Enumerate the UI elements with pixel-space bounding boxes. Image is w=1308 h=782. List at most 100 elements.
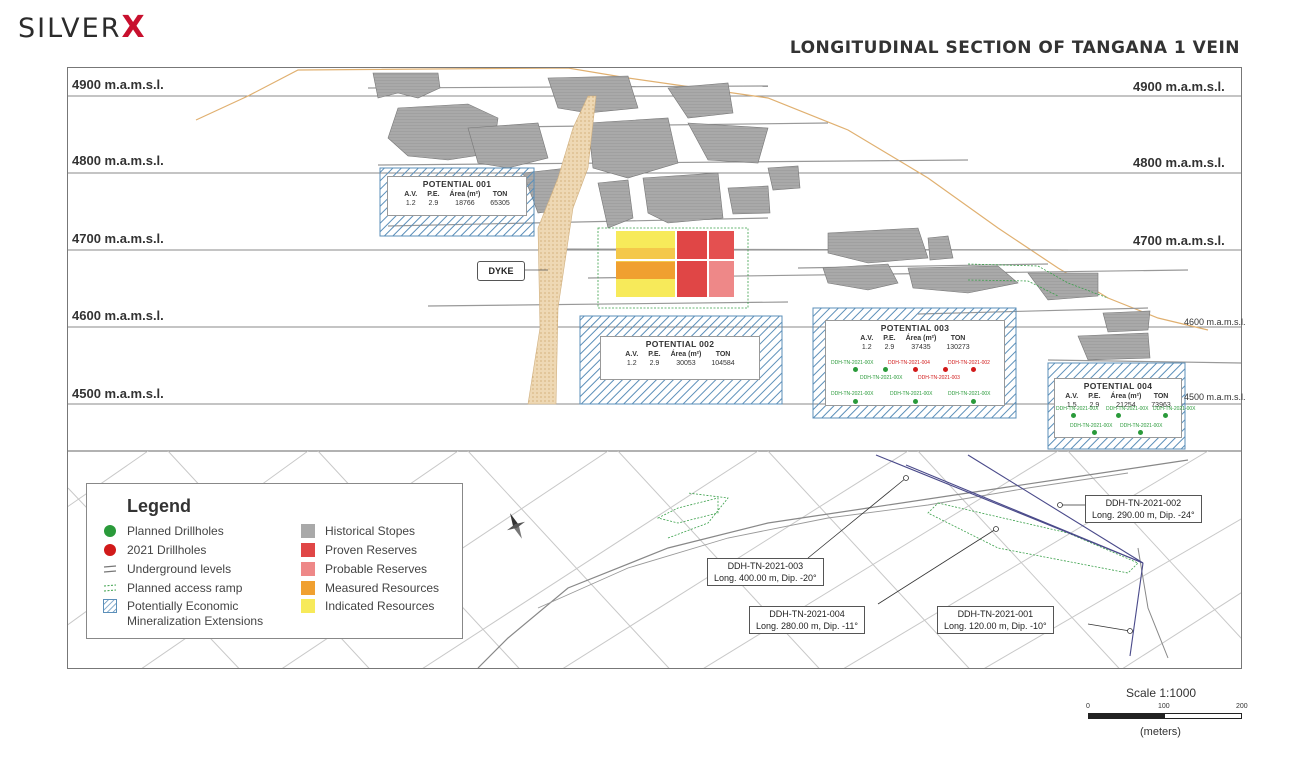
callout-detail: Long. 400.00 m, Dip. -20°: [714, 573, 817, 583]
col-ton: TON: [1153, 393, 1169, 400]
callout-ddh-003: DDH-TN-2021-003 Long. 400.00 m, Dip. -20…: [707, 558, 824, 586]
col-ton: TON: [492, 191, 508, 198]
callout-ddh-004: DDH-TN-2021-004 Long. 280.00 m, Dip. -11…: [749, 606, 865, 634]
level-label-4800-right: 4800 m.a.m.s.l.: [1133, 155, 1225, 170]
legend-label: Underground levels: [127, 562, 232, 576]
drillhole-label: DDH-TN-2021-00X: [860, 375, 903, 381]
col-area: Área (m²): [670, 351, 702, 358]
scale-segment-dark: [1088, 713, 1164, 719]
drillhole-label: DDH-TN-2021-00X: [831, 360, 874, 366]
col-ton: TON: [950, 335, 966, 342]
legend-label: Potentially Economic Mineralization Exte…: [127, 599, 264, 628]
ton-value: 73963: [1151, 402, 1171, 409]
level-label-4700-right: 4700 m.a.m.s.l.: [1133, 233, 1225, 248]
drillhole-2021-dot: [943, 367, 948, 372]
scale-tick-100: 100: [1158, 703, 1170, 710]
col-area: Área (m²): [1110, 393, 1142, 400]
callout-detail: Long. 120.00 m, Dip. -10°: [944, 621, 1047, 631]
callout-detail: Long. 290.00 m, Dip. -24°: [1092, 510, 1195, 520]
green-dot-icon: [103, 524, 117, 538]
area-value: 18766: [455, 200, 475, 207]
callout-detail: Long. 280.00 m, Dip. -11°: [756, 621, 858, 631]
planned-drillhole-dot: [853, 399, 858, 404]
ramp-line-icon: [103, 581, 117, 595]
level-label-4600: 4600 m.a.m.s.l.: [72, 308, 164, 323]
legend-item-indicated-resources: Indicated Resources: [301, 599, 434, 613]
legend-item-probable-reserves: Probable Reserves: [301, 562, 427, 576]
legend-item-proven-reserves: Proven Reserves: [301, 543, 417, 557]
drillhole-label: DDH-TN-2021-00X: [1056, 406, 1099, 412]
drillhole-label-003: DDH-TN-2021-003: [918, 375, 960, 381]
planned-drillhole-dot: [853, 367, 858, 372]
measured-swatch-icon: [301, 581, 315, 595]
ton-value: 65305: [490, 200, 510, 207]
av-value: 1.5: [1066, 402, 1077, 409]
legend-item-measured-resources: Measured Resources: [301, 581, 439, 595]
callout-title: DDH-TN-2021-004: [769, 609, 845, 619]
drillhole-traces: [875, 454, 1144, 657]
drillhole-label-004: DDH-TN-2021-004: [888, 360, 930, 366]
col-pe: P.E.: [427, 191, 440, 198]
pe-value: 2.9: [1089, 402, 1100, 409]
drillhole-label: DDH-TN-2021-00X: [1106, 406, 1149, 412]
drillhole-label: DDH-TN-2021-00X: [1153, 406, 1196, 412]
dyke-body: [527, 95, 597, 405]
logo-text: SILVER: [18, 13, 122, 44]
callout-title: DDH-TN-2021-003: [727, 561, 804, 571]
planned-drillhole-dot: [1071, 413, 1076, 418]
av-value: 1.2: [626, 360, 637, 367]
level-label-4500: 4500 m.a.m.s.l.: [72, 386, 164, 401]
col-area: Área (m²): [905, 335, 937, 342]
scale-tick-200: 200: [1236, 703, 1248, 710]
col-ton: TON: [715, 351, 731, 358]
planned-drillhole-dot: [1163, 413, 1168, 418]
pe-value: 2.9: [649, 360, 660, 367]
drillhole-label: DDH-TN-2021-00X: [948, 391, 991, 397]
legend-label: Planned Drillholes: [127, 524, 224, 538]
col-pe: P.E.: [648, 351, 661, 358]
stopes-swatch-icon: [301, 524, 315, 538]
planned-drillhole-dot: [1116, 413, 1121, 418]
col-av: A.V.: [1065, 393, 1079, 400]
level-label-4600-right: 4600 m.a.m.s.l.: [1184, 317, 1246, 327]
level-label-4500-right: 4500 m.a.m.s.l.: [1184, 392, 1246, 402]
potential-003-title: POTENTIAL 003: [880, 323, 950, 333]
callout-title: DDH-TN-2021-002: [1105, 498, 1182, 508]
area-value: 21254: [1116, 402, 1136, 409]
legend-item-historical-stopes: Historical Stopes: [301, 524, 415, 538]
potential-001-title: POTENTIAL 001: [422, 179, 492, 189]
drillhole-label: DDH-TN-2021-00X: [1120, 423, 1163, 429]
area-value: 37435: [911, 344, 931, 351]
planned-access-ramp: [597, 227, 1109, 309]
red-dot-icon: [103, 543, 117, 557]
legend-label: Measured Resources: [325, 581, 440, 595]
legend: Legend Planned Drillholes 2021 Drillhole…: [86, 483, 463, 639]
silverx-logo: SILVERX: [18, 10, 147, 45]
legend-item-2021-drillholes: 2021 Drillholes: [103, 543, 206, 557]
legend-label: Probable Reserves: [325, 562, 428, 576]
potential-002-title: POTENTIAL 002: [645, 339, 715, 349]
scale-unit: (meters): [1140, 726, 1181, 738]
pe-value: 2.9: [884, 344, 895, 351]
col-av: A.V.: [404, 191, 418, 198]
col-pe: P.E.: [1088, 393, 1101, 400]
ton-value: 104584: [711, 360, 735, 367]
legend-item-underground-levels: Underground levels: [103, 562, 231, 576]
dyke-label: DYKE: [477, 261, 525, 281]
callout-ddh-001: DDH-TN-2021-001 Long. 120.00 m, Dip. -10…: [937, 606, 1054, 634]
planned-drillhole-dot: [1138, 430, 1143, 435]
scale-tick-0: 0: [1086, 703, 1090, 710]
legend-item-potential-extensions: Potentially Economic Mineralization Exte…: [103, 599, 283, 629]
level-line-icon: [103, 562, 117, 576]
col-area: Área (m²): [449, 191, 481, 198]
legend-label: Proven Reserves: [325, 543, 418, 557]
col-av: A.V.: [625, 351, 639, 358]
plan-view-workings: [477, 459, 1189, 668]
hatch-swatch-icon: [103, 599, 117, 613]
callout-leaders: [807, 475, 1133, 634]
level-label-4700: 4700 m.a.m.s.l.: [72, 231, 164, 246]
planned-drillhole-dot: [883, 367, 888, 372]
